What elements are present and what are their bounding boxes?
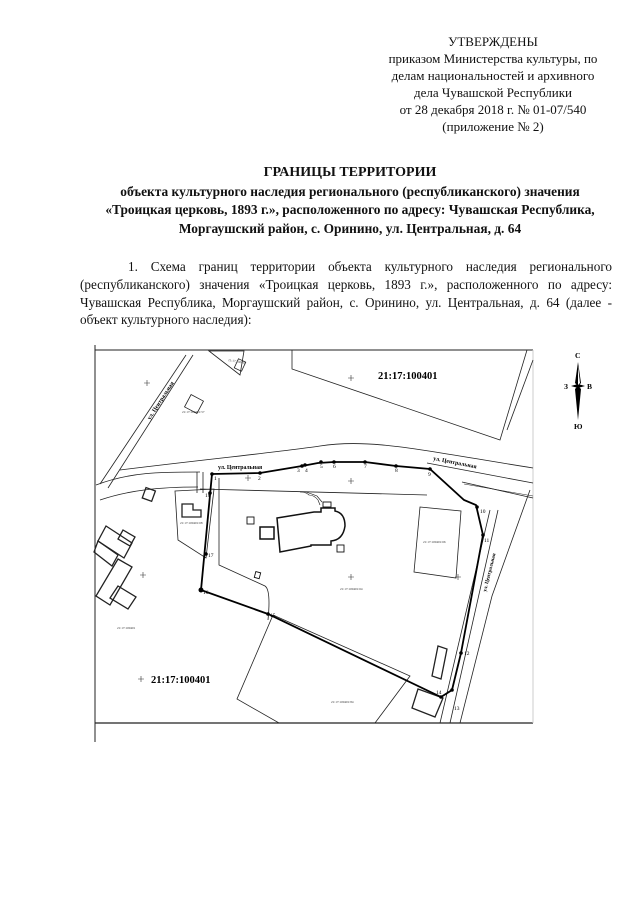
svg-text:21:17:100401:66: 21:17:100401:66 [423, 540, 446, 544]
svg-text:15: 15 [270, 613, 276, 619]
paragraph-text: 1. Схема границ территории объекта культ… [80, 259, 612, 328]
bottom-right-buildings [411, 645, 448, 718]
svg-text:6: 6 [333, 464, 336, 470]
svg-text:1: 1 [214, 476, 217, 482]
svg-text:11: 11 [484, 538, 490, 544]
scheme-paragraph: 1. Схема границ территории объекта культ… [80, 258, 612, 329]
title-line: Моргаушский район, с. Оринино, ул. Центр… [178, 220, 522, 236]
approval-line: (приложение № 2) [442, 119, 544, 134]
svg-text:10: 10 [480, 509, 486, 515]
svg-text:21:17:100401:64: 21:17:100401:64 [340, 587, 363, 591]
title-line: объекта культурного наследия регионально… [120, 183, 580, 199]
street-label: ул. Центральная [218, 465, 262, 471]
compass-east: В [587, 382, 592, 391]
left-buildings [93, 486, 202, 610]
svg-text:3: 3 [297, 468, 300, 474]
svg-text:16: 16 [203, 590, 209, 596]
compass-west: З [564, 382, 568, 391]
boundary-points [198, 460, 485, 699]
svg-text:21:17:100401:57: 21:17:100401:57 [182, 410, 205, 414]
svg-text:21:17:100401: 21:17:100401 [117, 626, 136, 630]
svg-text:21:17:100401: 21:17:100401 [228, 358, 247, 365]
svg-text:2: 2 [258, 476, 261, 482]
parcel-number-labels: 21:17:100401 21:17:100401:57 21:17:10040… [117, 358, 446, 704]
church-building [246, 491, 346, 580]
street-outlines [95, 354, 534, 724]
grid-crosses [138, 375, 461, 682]
approval-line: от 28 декабря 2018 г. № 01-07/540 [399, 102, 587, 117]
approval-line: дела Чувашской Республики [414, 85, 572, 100]
approval-line: делам национальностей и архивного [391, 68, 595, 83]
svg-text:8: 8 [395, 468, 398, 474]
svg-text:21:17:100401:84: 21:17:100401:84 [331, 700, 354, 704]
protected-territory-boundary [200, 461, 484, 699]
title-line: «Троицкая церковь, 1893 г.», расположенн… [105, 202, 595, 217]
compass-south: Ю [574, 422, 583, 431]
boundary-point-labels: 1 2 3 4 5 6 7 8 9 10 11 12 13 14 15 16 1… [203, 464, 490, 712]
svg-text:12: 12 [464, 651, 470, 657]
svg-text:14: 14 [436, 690, 442, 696]
approval-line: приказом Министерства культуры, по [388, 51, 598, 66]
approval-heading: УТВЕРЖДЕНЫ [448, 34, 538, 49]
svg-text:4: 4 [305, 468, 308, 474]
svg-text:5: 5 [320, 464, 323, 470]
parcel-outlines [174, 349, 534, 724]
svg-text:9: 9 [428, 472, 431, 478]
cadastral-quarter-label: 21:17:100401 [151, 675, 211, 686]
cadastral-quarter-label: 21:17:100401 [378, 371, 438, 382]
svg-text:7: 7 [364, 464, 367, 470]
compass-rose: С З В Ю [564, 351, 592, 431]
street-label: ул. Центральная [147, 381, 176, 421]
compass-north: С [575, 351, 580, 360]
svg-text:17: 17 [208, 553, 214, 559]
svg-text:18: 18 [205, 493, 211, 499]
page-title: ГРАНИЦЫ ТЕРРИТОРИИ [263, 165, 437, 180]
document-title: ГРАНИЦЫ ТЕРРИТОРИИ объекта культурного н… [80, 164, 620, 238]
svg-text:21:17:100401:68: 21:17:100401:68 [180, 521, 203, 525]
svg-text:13: 13 [454, 706, 460, 712]
approval-block: УТВЕРЖДЕНЫ приказом Министерства культур… [362, 33, 624, 135]
